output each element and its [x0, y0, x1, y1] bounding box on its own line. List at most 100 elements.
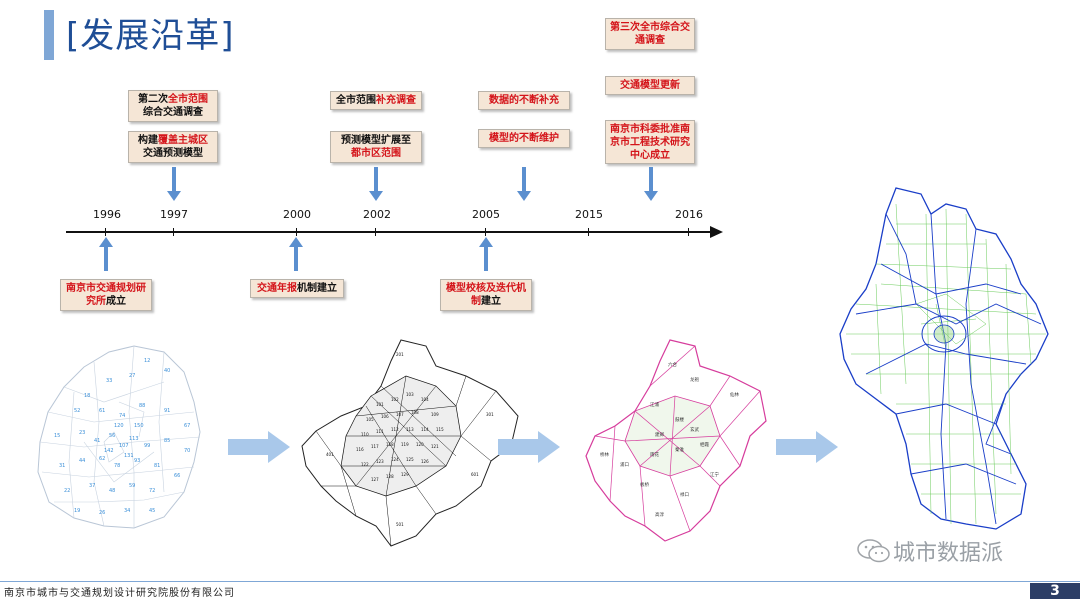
svg-text:12: 12 [144, 358, 150, 364]
svg-text:125: 125 [406, 457, 414, 462]
svg-text:102: 102 [391, 397, 399, 402]
tick-1997 [173, 228, 174, 236]
page-number: 3 [1030, 583, 1080, 599]
svg-text:鼓楼: 鼓楼 [675, 416, 684, 423]
svg-text:59: 59 [129, 483, 135, 489]
svg-text:板桥: 板桥 [640, 481, 649, 488]
year-2005: 2005 [472, 208, 500, 221]
arrow-down-2005 [517, 167, 531, 201]
svg-text:112: 112 [391, 427, 399, 432]
svg-text:117: 117 [371, 444, 379, 449]
svg-text:88: 88 [139, 403, 145, 409]
box-1997-model: 构建覆盖主城区交通预测模型 [128, 131, 218, 163]
box-2016-update: 交通模型更新 [605, 76, 695, 95]
svg-text:40: 40 [164, 368, 170, 374]
svg-text:48: 48 [109, 488, 115, 494]
svg-text:131: 131 [124, 453, 134, 459]
svg-text:123: 123 [376, 459, 384, 464]
svg-text:龙袍: 龙袍 [690, 376, 699, 383]
svg-text:118: 118 [386, 442, 394, 447]
svg-text:61: 61 [99, 408, 105, 414]
svg-text:秦淮: 秦淮 [675, 446, 684, 453]
year-2002: 2002 [363, 208, 391, 221]
svg-text:19: 19 [74, 508, 80, 514]
tick-2005 [485, 228, 486, 236]
svg-text:108: 108 [411, 410, 419, 415]
arrow-down-1997 [167, 167, 181, 201]
svg-text:禄口: 禄口 [680, 491, 689, 498]
svg-text:601: 601 [471, 472, 479, 477]
svg-text:栖霞: 栖霞 [700, 441, 709, 448]
svg-text:128: 128 [386, 474, 394, 479]
svg-text:121: 121 [431, 444, 439, 449]
svg-text:109: 109 [431, 412, 439, 417]
svg-text:115: 115 [436, 427, 444, 432]
network-map-4 [839, 187, 1049, 530]
svg-text:67: 67 [184, 423, 190, 429]
arrow-up-2000 [289, 237, 303, 271]
svg-text:99: 99 [144, 443, 150, 449]
svg-text:34: 34 [124, 508, 130, 514]
svg-text:45: 45 [149, 508, 155, 514]
svg-text:124: 124 [391, 457, 399, 462]
svg-text:116: 116 [356, 447, 364, 452]
svg-text:78: 78 [114, 463, 120, 469]
svg-text:高淳: 高淳 [655, 511, 664, 518]
box-1997-survey: 第二次全市范围综合交通调查 [128, 90, 218, 122]
svg-text:31: 31 [59, 463, 65, 469]
tick-2015 [588, 228, 589, 236]
box-2016-survey: 第三次全市综合交通调查 [605, 18, 695, 50]
year-2000: 2000 [283, 208, 311, 221]
timeline-arrowhead [710, 226, 723, 238]
svg-text:127: 127 [371, 477, 379, 482]
year-1997: 1997 [160, 208, 188, 221]
svg-text:26: 26 [99, 510, 105, 516]
svg-text:33: 33 [106, 378, 112, 384]
svg-text:142: 142 [104, 448, 114, 454]
svg-text:101: 101 [376, 402, 384, 407]
svg-text:111: 111 [376, 429, 384, 434]
svg-text:雨花: 雨花 [650, 451, 659, 458]
svg-text:107: 107 [119, 443, 129, 449]
svg-text:41: 41 [94, 438, 100, 444]
svg-text:105: 105 [366, 417, 374, 422]
svg-text:52: 52 [74, 408, 80, 414]
box-2005-maintain: 模型的不断维护 [478, 129, 570, 148]
box-2000-report: 交通年报机制建立 [250, 279, 344, 298]
svg-text:62: 62 [99, 456, 105, 462]
arrow-up-2005 [479, 237, 493, 271]
svg-text:122: 122 [361, 462, 369, 467]
footer-company: 南京市城市与交通规划设计研究院股份有限公司 [4, 588, 235, 599]
tick-2000 [296, 228, 297, 236]
flow-arrow-2 [498, 431, 560, 463]
box-2002-expand: 预测模型扩展至都市区范围 [330, 131, 422, 163]
flow-arrow-1 [228, 431, 290, 463]
svg-text:44: 44 [79, 458, 85, 464]
svg-text:103: 103 [406, 392, 414, 397]
box-1996-institute: 南京市交通规划研究所成立 [60, 279, 152, 311]
svg-text:401: 401 [326, 452, 334, 457]
svg-text:120: 120 [416, 442, 424, 447]
svg-text:27: 27 [129, 373, 135, 379]
svg-text:37: 37 [89, 483, 95, 489]
svg-text:110: 110 [361, 432, 369, 437]
svg-text:114: 114 [421, 427, 429, 432]
box-2016-center: 南京市科委批准南京市工程技术研究中心成立 [605, 120, 695, 164]
year-2016: 2016 [675, 208, 703, 221]
svg-text:玄武: 玄武 [690, 426, 699, 433]
svg-text:18: 18 [84, 393, 90, 399]
svg-text:126: 126 [421, 459, 429, 464]
svg-text:113: 113 [129, 436, 139, 442]
flow-arrow-3 [776, 431, 838, 463]
svg-text:23: 23 [79, 430, 85, 436]
year-1996: 1996 [93, 208, 121, 221]
tick-2016 [688, 228, 689, 236]
svg-text:119: 119 [401, 442, 409, 447]
footer-divider [0, 581, 1080, 582]
box-2005-calibration: 模型校核及迭代机制建立 [440, 279, 532, 311]
tick-2002 [375, 228, 376, 236]
svg-text:56: 56 [109, 433, 115, 439]
svg-text:仙林: 仙林 [730, 391, 739, 398]
